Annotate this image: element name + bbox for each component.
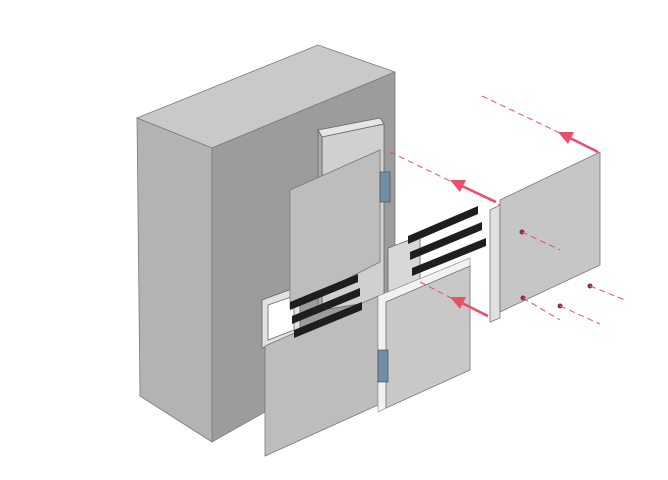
panel-upper-left	[289, 149, 381, 309]
panel-lower-right	[377, 257, 471, 413]
bracket-upper	[379, 171, 391, 203]
rail-left	[290, 274, 362, 338]
panel-detached	[489, 151, 601, 323]
bracket-lower	[377, 349, 389, 383]
block-left-face	[136, 117, 213, 443]
assembly-arrow	[450, 132, 599, 318]
rail-right	[408, 206, 486, 276]
